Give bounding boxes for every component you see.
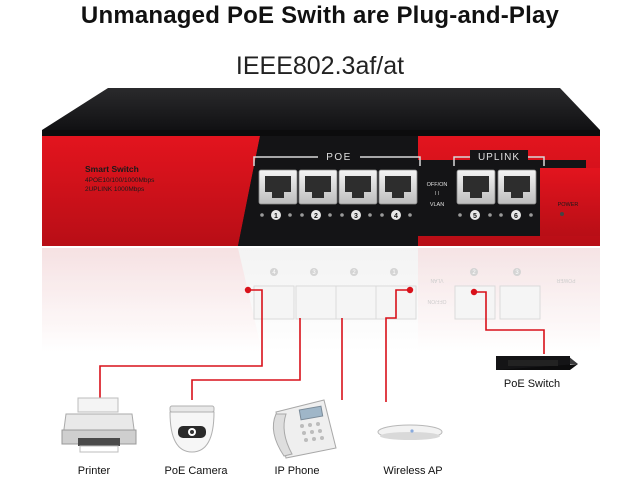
ethernet-port-6[interactable] (497, 169, 537, 205)
uplink-group-label: UPLINK (478, 152, 520, 163)
cable-connector-dots (244, 286, 478, 296)
reflection-vlan-label: VLAN (430, 277, 443, 283)
reflection-offon-label: OFF/ON (427, 298, 446, 304)
reflection-port-number-3: 2 (352, 270, 356, 276)
wireless-ap-label: Wireless AP (383, 465, 442, 477)
power-label: POWER (558, 202, 579, 208)
port-number-2: 2 (314, 213, 318, 220)
dip-switch-label: OFF/ON (427, 182, 448, 188)
network-cables (99, 289, 545, 402)
port-number-5: 5 (473, 213, 477, 220)
ip-phone-label: IP Phone (274, 465, 319, 477)
poe-switch-label: PoE Switch (504, 378, 560, 390)
reflection-port-number-6: 3 (515, 270, 519, 276)
printer-icon (61, 397, 137, 453)
brand-line-1: Smart Switch (85, 164, 139, 174)
switch-reflection: 4 3 2 1 2 3 VLAN OFF/ON POWER (42, 248, 600, 352)
ethernet-port-5[interactable] (456, 169, 496, 205)
standard-label: IEEE802.3af/at (235, 52, 405, 80)
vlan-label: VLAN (430, 202, 444, 208)
brand-line-3: 2UPLINK 1000Mbps (85, 186, 145, 193)
reflection-port-number-2: 3 (312, 270, 316, 276)
wireless-ap-icon (377, 424, 443, 440)
led-row (260, 213, 533, 217)
reflection-port-number-1: 4 (272, 270, 276, 276)
reflection-power-label: POWER (556, 277, 575, 283)
port-number-4: 4 (394, 213, 398, 220)
poe-camera-icon (169, 405, 215, 453)
reflection-port-number-4: 1 (392, 270, 396, 276)
ethernet-port-4[interactable] (378, 169, 418, 205)
brand-line-2: 4POE10/100/1000Mbps (85, 177, 155, 184)
ethernet-port-3[interactable] (338, 169, 378, 205)
reflection-port-number-5: 2 (472, 270, 476, 276)
page-title: Unmanaged PoE Swith are Plug-and-Play (80, 2, 560, 29)
ethernet-port-2[interactable] (298, 169, 338, 205)
power-led-icon (560, 212, 564, 216)
port-number-1: 1 (274, 213, 278, 220)
port-number-badges: 1 2 3 4 5 6 (271, 210, 521, 220)
poe-camera-label: PoE Camera (165, 465, 229, 477)
printer-label: Printer (78, 465, 111, 477)
ip-phone-icon (272, 399, 337, 459)
poe-switch-device-icon (496, 356, 578, 370)
switch-top-panel (42, 88, 600, 130)
port-number-3: 3 (354, 213, 358, 220)
dip-switch-marker: I I (435, 191, 439, 197)
port-number-6: 6 (514, 213, 518, 220)
poe-group-label: POE (326, 152, 352, 163)
switch-red-panel-left (42, 136, 260, 246)
ethernet-port-1[interactable] (258, 169, 298, 205)
